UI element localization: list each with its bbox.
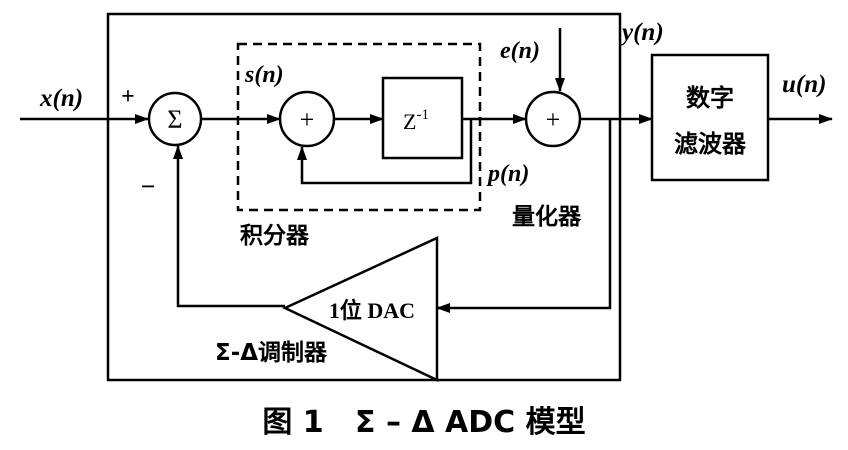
delay-block [381,76,464,160]
signal-x-label: x(n) [39,85,83,112]
signal-u-label: u(n) [782,71,826,98]
digital-filter-block [650,53,770,182]
filter-label-line2: 滤波器 [674,130,747,158]
filter-label-line1: 数字 [686,84,734,112]
modulator-box [106,12,622,382]
dac-feedback-in-line [436,119,612,313]
dac-label: 1位 DAC [329,298,415,323]
delay-label: Z-1 [403,107,429,134]
quantizer-label: 量化器 [512,203,582,230]
signal-s-label: s(n) [244,62,284,88]
quantizer-adder-symbol: + [546,105,561,134]
integrator-adder-symbol: + [300,105,315,134]
signal-y-label: y(n) [619,19,664,46]
plus-sign: + [121,84,135,110]
sigma-symbol: Σ [167,105,182,134]
minus-sign: − [141,172,156,201]
modulator-label: Σ-Δ调制器 [215,340,328,366]
integrator-label: 积分器 [240,223,310,249]
figure-caption: 图 1 Σ – Δ ADC 模型 [262,405,585,440]
signal-p-label: p(n) [486,161,529,187]
dac-block [282,236,439,382]
integrator-feedback-line [297,119,473,185]
integrator-box [236,42,482,212]
dac-to-sigma-line [173,145,285,308]
signal-e-label: e(n) [500,38,540,64]
